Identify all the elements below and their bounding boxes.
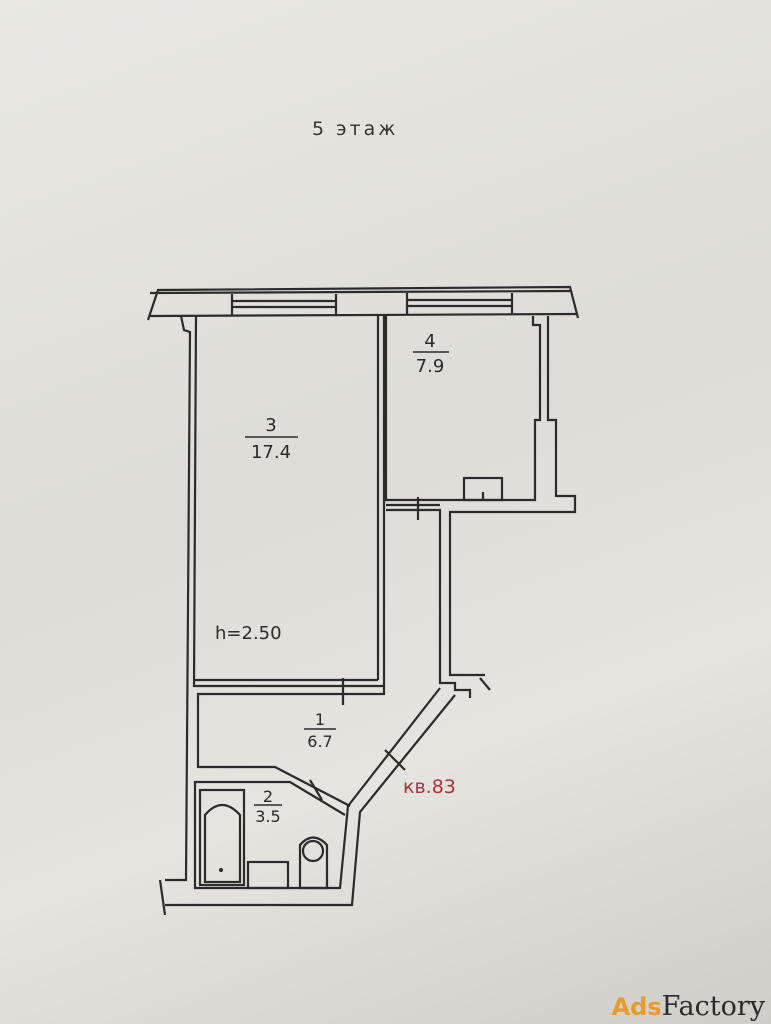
room-2-label: 2 3.5 <box>254 787 282 826</box>
hallway-walls <box>158 677 491 916</box>
toilet <box>298 836 329 890</box>
ceiling-height: h=2.50 <box>215 623 282 644</box>
sink <box>246 860 290 890</box>
room-number: 2 <box>263 787 273 806</box>
logo-part-factory: Factory <box>661 991 765 1022</box>
room-area: 6.7 <box>307 732 332 751</box>
apartment-number: кв.83 <box>403 776 456 798</box>
room-area: 7.9 <box>416 356 445 377</box>
exterior-wall-top <box>146 285 580 321</box>
window-2 <box>405 293 514 315</box>
room-3-label: 3 17.4 <box>245 415 298 463</box>
room-area: 17.4 <box>251 442 291 463</box>
room-number: 3 <box>265 415 276 436</box>
floor-label: 5 этаж <box>312 118 399 140</box>
watermark-logo: AdsFactory <box>612 991 765 1022</box>
room-4-label: 4 7.9 <box>413 331 449 377</box>
bathtub <box>198 788 246 887</box>
room-4-walls <box>384 316 577 698</box>
room-number: 1 <box>315 710 325 729</box>
window-1 <box>230 294 338 316</box>
logo-part-ads: Ads <box>611 993 662 1021</box>
room-1-label: 1 6.7 <box>304 710 336 751</box>
room-area: 3.5 <box>255 807 280 826</box>
exterior-wall-left <box>165 315 386 882</box>
room-number: 4 <box>424 331 435 352</box>
